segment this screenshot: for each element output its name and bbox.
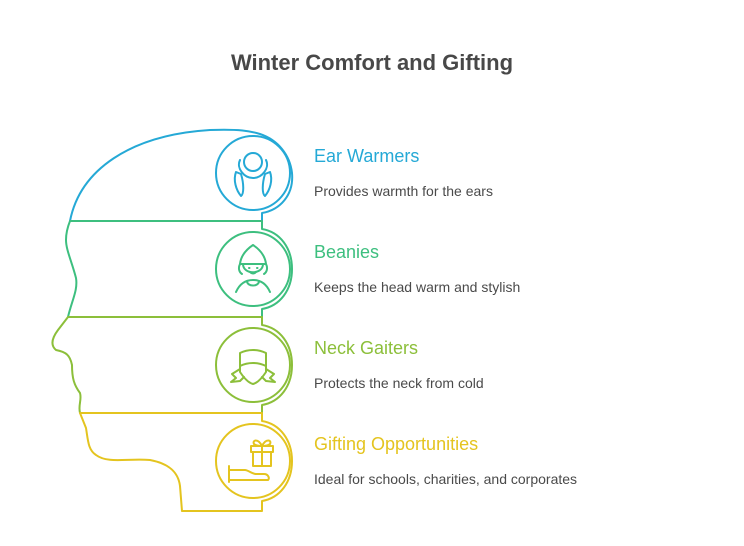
item-label-ear-warmers: Ear Warmers: [314, 146, 420, 166]
beanie-child-icon: [235, 244, 271, 293]
item-description-ear-warmers: Provides warmth for the ears: [314, 183, 493, 199]
item-description-beanies: Keeps the head warm and stylish: [314, 279, 521, 295]
ear-warmers-icon-circle: [215, 135, 291, 211]
item-label-neck-gaiters: Neck Gaiters: [314, 338, 419, 358]
diagram-title: Winter Comfort and Gifting: [230, 50, 514, 75]
head-segment-1: [69, 128, 294, 222]
gift-icon-circle: [215, 423, 291, 499]
item-description-gifting: Ideal for schools, charities, and corpor…: [314, 471, 578, 487]
head-segment-4: [79, 412, 293, 512]
item-label-gifting: Gifting Opportunities: [314, 434, 479, 454]
gift-hand-icon: [228, 439, 274, 483]
head-segment-2: [65, 220, 293, 318]
neck-gaiter-icon-circle: [215, 327, 291, 403]
item-description-neck-gaiters: Protects the neck from cold: [314, 375, 484, 391]
neck-gaiter-icon: [230, 349, 276, 385]
beanie-icon-circle: [215, 231, 291, 307]
ear-warmers-icon: [233, 152, 273, 197]
head-segment-3: [51, 316, 293, 414]
item-label-beanies: Beanies: [314, 242, 380, 262]
